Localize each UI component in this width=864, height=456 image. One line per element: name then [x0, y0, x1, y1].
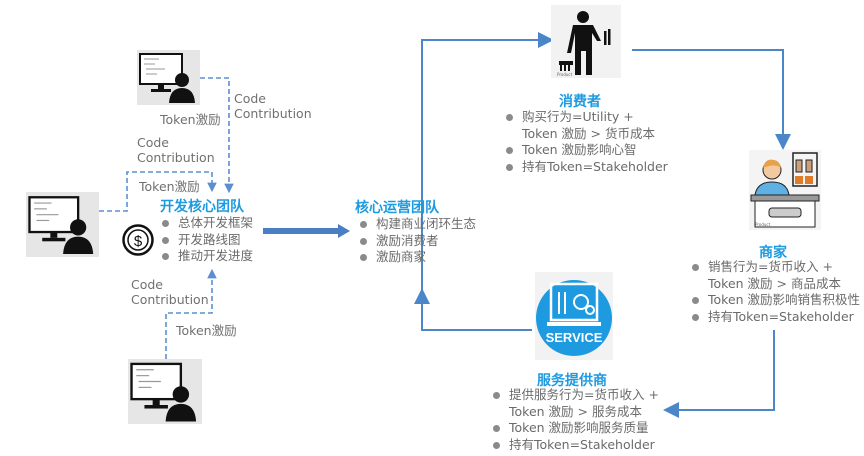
- developer-icon-top: [137, 50, 200, 105]
- dashed-arrow-top: [200, 77, 234, 194]
- consumer-to-merchant-arrow: [632, 49, 791, 150]
- contribution-label-bottom: Code Contribution: [131, 277, 209, 307]
- token-label-left: Token激励: [139, 179, 200, 194]
- dev-team-title: 开发核心团队: [160, 199, 244, 215]
- bullet-item: 构建商业闭环生态: [360, 216, 476, 233]
- dashed-arrow-bottom: [165, 268, 217, 359]
- ops-team-title: 核心运营团队: [355, 200, 439, 216]
- bullet-item: 购买行为=Utility +Token 激励 > 货币成本: [506, 109, 668, 142]
- token-label-bottom: Token激励: [176, 323, 237, 338]
- ops-team-bullets: 构建商业闭环生态 激励消费者 激励商家: [360, 216, 476, 266]
- bullet-item: Token 激励影响销售积极性: [692, 292, 860, 309]
- service-to-ops-arrow: [414, 288, 532, 331]
- contribution-label-left: Code Contribution: [137, 135, 215, 165]
- bullet-item: 持有Token=Stakeholder: [493, 437, 659, 454]
- merchant-to-service-arrow: [663, 330, 775, 418]
- bullet-item: 持有Token=Stakeholder: [692, 309, 860, 326]
- contribution-label-top: Code Contribution: [234, 91, 312, 121]
- bullet-item: 持有Token=Stakeholder: [506, 159, 668, 176]
- developer-icon-left: [26, 192, 99, 257]
- merchant-title: 商家: [759, 245, 787, 261]
- bullet-item: 开发路线图: [162, 232, 253, 249]
- dev-team-bullets: 总体开发框架 开发路线图 推动开发进度: [162, 215, 253, 265]
- svg-text:Product: Product: [557, 72, 573, 77]
- bullet-item: Token 激励影响心智: [506, 142, 668, 159]
- merchant-bullets: 销售行为=货币收入 +Token 激励 > 商品成本 Token 激励影响销售积…: [692, 259, 860, 325]
- bullet-item: 推动开发进度: [162, 248, 253, 265]
- token-label-top: Token激励: [160, 112, 221, 127]
- consumer-bullets: 购买行为=Utility +Token 激励 > 货币成本 Token 激励影响…: [506, 109, 668, 175]
- bullet-item: 激励商家: [360, 249, 476, 266]
- service-bullets: 提供服务行为=货币收入 +Token 激励 > 服务成本 Token 激励影响服…: [493, 387, 659, 453]
- dashed-arrow-left: [99, 171, 217, 212]
- bullet-item: 销售行为=货币收入 +Token 激励 > 商品成本: [692, 259, 860, 292]
- merchant-icon: Product: [749, 150, 821, 230]
- bullet-item: 总体开发框架: [162, 215, 253, 232]
- ops-to-consumer-arrow: [421, 32, 554, 290]
- bullet-item: Token 激励影响服务质量: [493, 420, 659, 437]
- bullet-item: 提供服务行为=货币收入 +Token 激励 > 服务成本: [493, 387, 659, 420]
- service-icon: SERVICE: [535, 272, 613, 360]
- service-title: 服务提供商: [537, 373, 607, 389]
- svg-text:Product: Product: [755, 222, 771, 227]
- developer-icon-bottom: [128, 359, 202, 424]
- consumer-icon: Product: [551, 5, 621, 78]
- svg-text:SERVICE: SERVICE: [546, 330, 603, 345]
- bullet-item: 激励消费者: [360, 233, 476, 250]
- svg-text:$: $: [134, 233, 143, 250]
- consumer-title: 消费者: [559, 94, 601, 110]
